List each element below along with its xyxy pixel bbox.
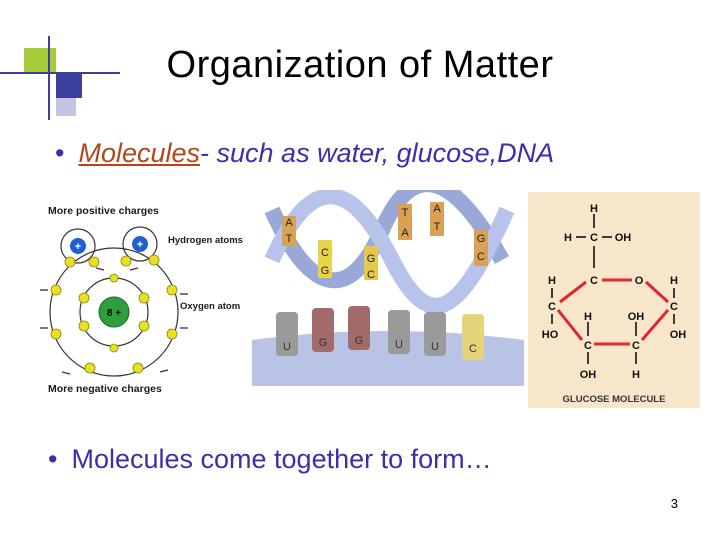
hydrogen-atoms-label: Hydrogen atoms xyxy=(168,235,243,246)
hydrogen-orbit-right xyxy=(122,226,158,262)
svg-text:A: A xyxy=(285,217,293,229)
glucose-bonds xyxy=(551,214,675,364)
bullet-dash: - xyxy=(200,138,210,168)
svg-text:C: C xyxy=(590,232,598,244)
svg-text:T: T xyxy=(434,221,441,233)
helix-base-pairs xyxy=(282,202,488,280)
svg-text:G: G xyxy=(321,265,330,277)
bullet-molecules: • Molecules- such as water, glucose,DNA xyxy=(55,138,554,169)
oxygen-nucleus-label: 8 + xyxy=(107,308,121,319)
svg-text:G: G xyxy=(355,335,364,347)
corner-vertical-line xyxy=(48,36,50,120)
nucleotide-letters: U G G U U C xyxy=(283,335,477,355)
svg-text:OH: OH xyxy=(670,329,687,341)
svg-text:H: H xyxy=(632,369,640,381)
dna-diagram: A T C G G C T A A T G C U G G U xyxy=(252,176,524,386)
svg-text:G: G xyxy=(319,337,328,349)
svg-text:A: A xyxy=(401,227,409,239)
svg-text:OH: OH xyxy=(628,311,645,323)
svg-text:C: C xyxy=(367,269,375,281)
oxygen-nucleus xyxy=(98,296,130,328)
corner-blue-square xyxy=(56,74,82,98)
helix-strand-front xyxy=(264,188,515,314)
glucose-atoms: H H C OH H C O H C C HO OH H OH C C OH H xyxy=(542,203,687,381)
nucleotide-pieces xyxy=(276,306,484,360)
svg-text:U: U xyxy=(431,341,439,353)
svg-text:C: C xyxy=(477,251,485,263)
charge-marks xyxy=(40,267,188,375)
svg-text:U: U xyxy=(283,341,291,353)
svg-text:U: U xyxy=(395,339,403,351)
bullet-rest: such as water, glucose,DNA xyxy=(209,138,555,168)
oxygen-atom-label: Oxygen atom xyxy=(180,301,240,312)
svg-text:T: T xyxy=(402,207,409,219)
svg-text:H: H xyxy=(584,311,592,323)
negative-charges-label: More negative charges xyxy=(48,383,162,395)
hydrogen-orbit-left xyxy=(60,228,96,264)
svg-text:O: O xyxy=(635,275,644,287)
electrons xyxy=(50,254,178,374)
hydrogen-nucleus-left xyxy=(70,238,86,254)
corner-horizontal-line xyxy=(0,72,120,74)
svg-text:C: C xyxy=(670,301,678,313)
hydrogen-plus-right: + xyxy=(137,239,143,251)
glucose-ring xyxy=(556,278,670,346)
glucose-molecule-diagram: H H C OH H C O H C C HO OH H OH C C OH H… xyxy=(528,192,700,408)
hydrogen-nucleus-right xyxy=(132,236,148,252)
svg-text:C: C xyxy=(548,301,556,313)
glucose-caption: GLUCOSE MOLECULE xyxy=(563,394,666,405)
outer-orbit xyxy=(49,247,179,377)
corner-green-square xyxy=(24,48,56,74)
svg-text:OH: OH xyxy=(580,369,597,381)
bullet-dot-2: • xyxy=(48,444,58,474)
svg-text:H: H xyxy=(548,275,556,287)
svg-text:C: C xyxy=(590,275,598,287)
svg-text:H: H xyxy=(590,203,598,215)
svg-text:C: C xyxy=(632,340,640,352)
svg-text:C: C xyxy=(584,340,592,352)
page-number: 3 xyxy=(670,496,678,511)
svg-text:G: G xyxy=(367,253,376,265)
helix-letters: A T C G G C T A A T G C xyxy=(285,203,485,281)
svg-text:G: G xyxy=(477,233,486,245)
svg-text:T: T xyxy=(286,233,293,245)
bullet-form-text: Molecules come together to form… xyxy=(71,444,492,474)
svg-text:HO: HO xyxy=(542,329,559,341)
svg-text:C: C xyxy=(321,247,329,259)
hydrogen-plus-left: + xyxy=(75,241,81,253)
water-molecule-diagram: More positive charges Hydrogen atoms Oxy… xyxy=(40,198,250,402)
bullet-form: • Molecules come together to form… xyxy=(48,444,492,475)
positive-charges-label: More positive charges xyxy=(48,205,159,217)
svg-text:OH: OH xyxy=(615,232,632,244)
svg-text:A: A xyxy=(433,203,441,215)
svg-text:C: C xyxy=(469,343,477,355)
corner-light-blue-square xyxy=(56,98,76,116)
slide-title: Organization of Matter xyxy=(166,44,554,86)
svg-text:H: H xyxy=(564,232,572,244)
bullet-dot: • xyxy=(55,138,65,168)
svg-text:H: H xyxy=(670,275,678,287)
molecules-link[interactable]: Molecules xyxy=(78,138,201,168)
